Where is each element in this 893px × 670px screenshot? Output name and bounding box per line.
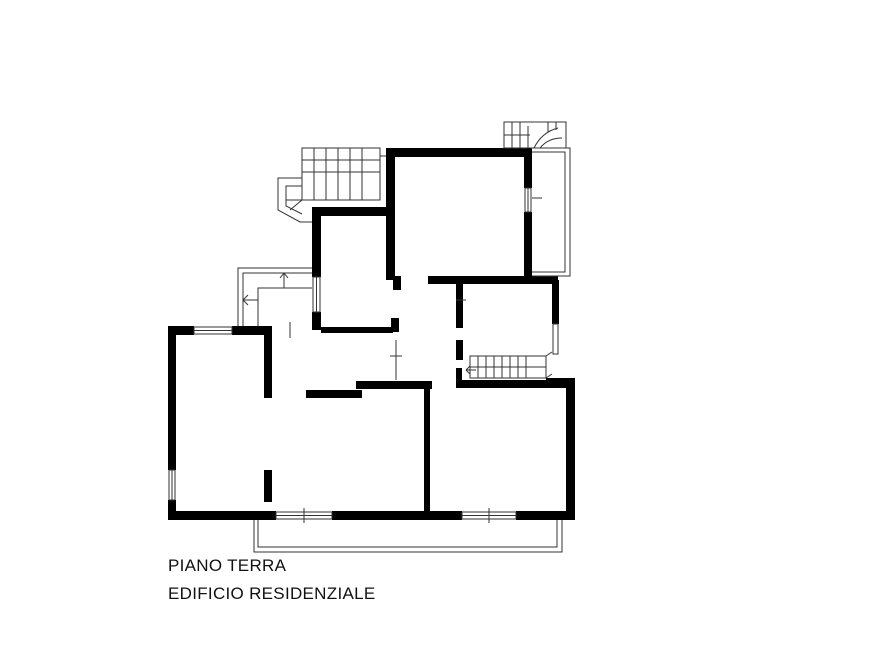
windows (168, 187, 559, 523)
building-label: EDIFICIO RESIDENZIALE (168, 584, 376, 603)
door-marks (289, 197, 542, 380)
staircase-interior (465, 351, 553, 379)
floor-label: PIANO TERRA (168, 556, 287, 575)
balcony-right (532, 147, 571, 277)
staircase-top-left (277, 147, 386, 223)
interior-walls (264, 276, 566, 511)
staircase-top-right (503, 121, 567, 149)
balcony-bottom (253, 520, 563, 553)
staircase-left-entry (237, 267, 312, 326)
